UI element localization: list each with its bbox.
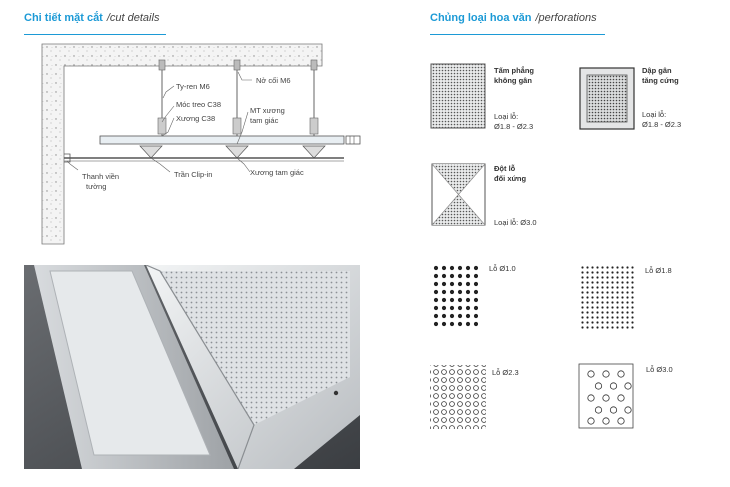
hanger xyxy=(157,117,167,135)
anchor xyxy=(158,59,166,71)
sample-hole-18 xyxy=(579,266,634,330)
stiffened-panel-spec-1: Loại lỗ: xyxy=(642,110,667,119)
stiffened-panel-name: Dập gân tăng cứng xyxy=(642,66,679,86)
hole-18-label: Lỗ Ø1.8 xyxy=(645,266,672,275)
label-wall-angle: Thanh viền xyxy=(82,172,120,181)
wall-angle xyxy=(64,153,71,163)
label-triangle-channel: Xương tam giác xyxy=(250,168,304,177)
label-anchor: Nở cối M6 xyxy=(256,76,291,85)
hanger xyxy=(232,117,242,135)
stiffened-panel-name-2: tăng cứng xyxy=(642,76,679,85)
hole-23-label: Lỗ Ø2.3 xyxy=(492,368,519,377)
triangle-clip xyxy=(302,145,326,159)
symmetric-panel-name-1: Đột lỗ xyxy=(494,164,516,173)
label-hanger: Móc treo C38 xyxy=(176,100,222,109)
label-triangle-joint: MT xương xyxy=(250,106,285,115)
perforations-title-vi: Chủng loại hoa văn xyxy=(430,12,532,24)
stiffened-panel-spec-2: Ø1.8 - Ø2.3 xyxy=(642,120,682,129)
label-wall-angle-2: tường xyxy=(86,182,107,191)
channel-end-cap xyxy=(345,135,361,145)
label-clip-in: Trần Clip-in xyxy=(174,170,213,179)
symmetric-panel-name-2: đối xứng xyxy=(494,174,527,183)
triangle-clip xyxy=(225,145,249,159)
concrete-slab xyxy=(41,43,323,245)
symmetric-panel-name: Đột lỗ đối xứng xyxy=(494,164,526,184)
hanger xyxy=(309,117,319,135)
flat-panel-name: Tấm phẳng không gân xyxy=(494,66,534,86)
flat-panel-name-2: không gân xyxy=(494,76,532,85)
flat-panel-name-1: Tấm phẳng xyxy=(494,66,535,75)
flat-panel-spec-2: Ø1.8 - Ø2.3 xyxy=(494,122,534,131)
flat-panel-spec: Loại lỗ: Ø1.8 - Ø2.3 xyxy=(494,112,533,132)
anchor xyxy=(233,59,241,71)
sample-flat-panel xyxy=(430,63,486,129)
ceiling-panel-photo xyxy=(24,265,360,469)
sample-hole-30 xyxy=(578,363,634,429)
flat-panel-spec-1: Loại lỗ: xyxy=(494,112,519,121)
anchor xyxy=(310,59,318,71)
label-c38-channel: Xương C38 xyxy=(176,114,216,123)
cut-details-title-en: /cut details xyxy=(106,12,160,24)
sample-hole-10 xyxy=(430,263,478,327)
stiffened-panel-name-1: Dập gân xyxy=(642,66,672,75)
stiffened-panel-spec: Loại lỗ: Ø1.8 - Ø2.3 xyxy=(642,110,681,130)
label-triangle-joint-2: tam giác xyxy=(250,116,279,125)
perforations-heading: Chủng loại hoa văn/perforations xyxy=(430,12,597,24)
triangle-clip xyxy=(139,145,163,159)
label-threaded-rod: Ty-ren M6 xyxy=(176,82,210,91)
hole-10-label: Lỗ Ø1.0 xyxy=(489,264,516,273)
sample-hole-23 xyxy=(430,365,486,429)
perforations-title-en: /perforations xyxy=(535,12,597,24)
perforations-underline xyxy=(430,34,605,35)
symmetric-panel-spec: Loại lỗ: Ø3.0 xyxy=(494,218,537,227)
cut-details-heading: Chi tiết mặt cắt/cut details xyxy=(24,12,159,24)
cut-details-title-vi: Chi tiết mặt cắt xyxy=(24,12,103,24)
cut-details-underline xyxy=(24,34,166,35)
c38-channel xyxy=(99,135,345,145)
hole-30-label: Lỗ Ø3.0 xyxy=(646,365,673,374)
